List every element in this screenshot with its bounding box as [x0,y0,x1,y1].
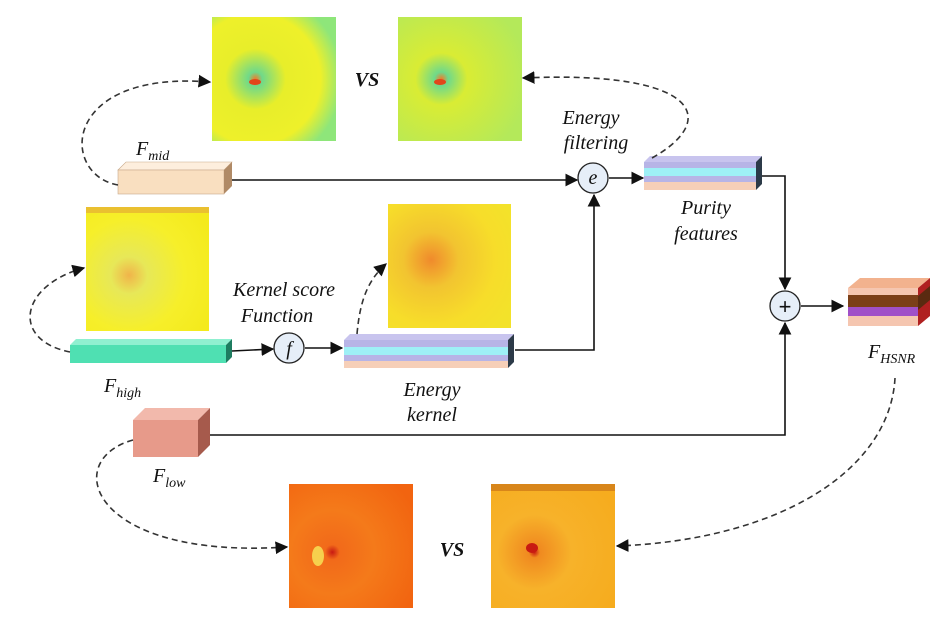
heatmap-low-after [491,484,615,608]
sum-operator: + [769,290,801,322]
purity-features-stack [644,156,762,190]
dashed-low-to-heatmap [96,439,289,555]
energy-filtering-label-1: Energy [561,107,619,129]
svg-text:f: f [286,338,294,360]
vs-top-label: VS [355,69,379,91]
energy-filtering-label-2: filtering [564,132,628,154]
f-mid-label: Fmid [135,138,170,164]
f-mid-block [117,161,233,195]
f-high-label: Fhigh [103,375,141,401]
arrow-purity-to-sum [762,175,792,291]
purity-label-1: Purity [680,197,731,219]
arrow-high-to-f [231,343,275,356]
dashed-mid-to-heatmap [81,74,212,186]
energy-filter-operator: e [577,162,609,194]
energy-kernel-label-1: Energy [402,379,460,401]
f-high-block [70,339,232,363]
f-low-label: Flow [152,465,186,491]
dashed-hsnr-to-heatmap [615,377,896,552]
kernel-score-label-1: Kernel score [232,279,335,301]
dashed-high-to-heatmap [29,264,86,353]
heatmap-high [86,207,209,331]
heatmap-low-before [289,484,413,608]
heatmap-mid-before [212,17,336,141]
f-low-block [133,408,210,457]
arrow-kernel-to-e [515,193,601,351]
f-hsnr-stack [848,278,930,326]
svg-text:+: + [779,294,792,319]
dashed-kernel-to-heatmap [356,263,387,335]
kernel-score-label-2: Function [240,305,313,327]
kernel-score-operator: f [273,332,305,364]
heatmap-energy-kernel [388,204,511,328]
vs-bottom-label: VS [440,539,464,561]
heatmap-mid-after [398,17,522,141]
f-hsnr-label: FHSNR [867,341,916,367]
energy-kernel-label-2: kernel [407,404,457,426]
arrow-low-to-sum [210,321,792,436]
dashed-purity-to-heatmap [521,71,689,159]
purity-label-2: features [674,223,738,245]
svg-text:e: e [589,167,598,189]
energy-kernel-stack [344,334,514,368]
